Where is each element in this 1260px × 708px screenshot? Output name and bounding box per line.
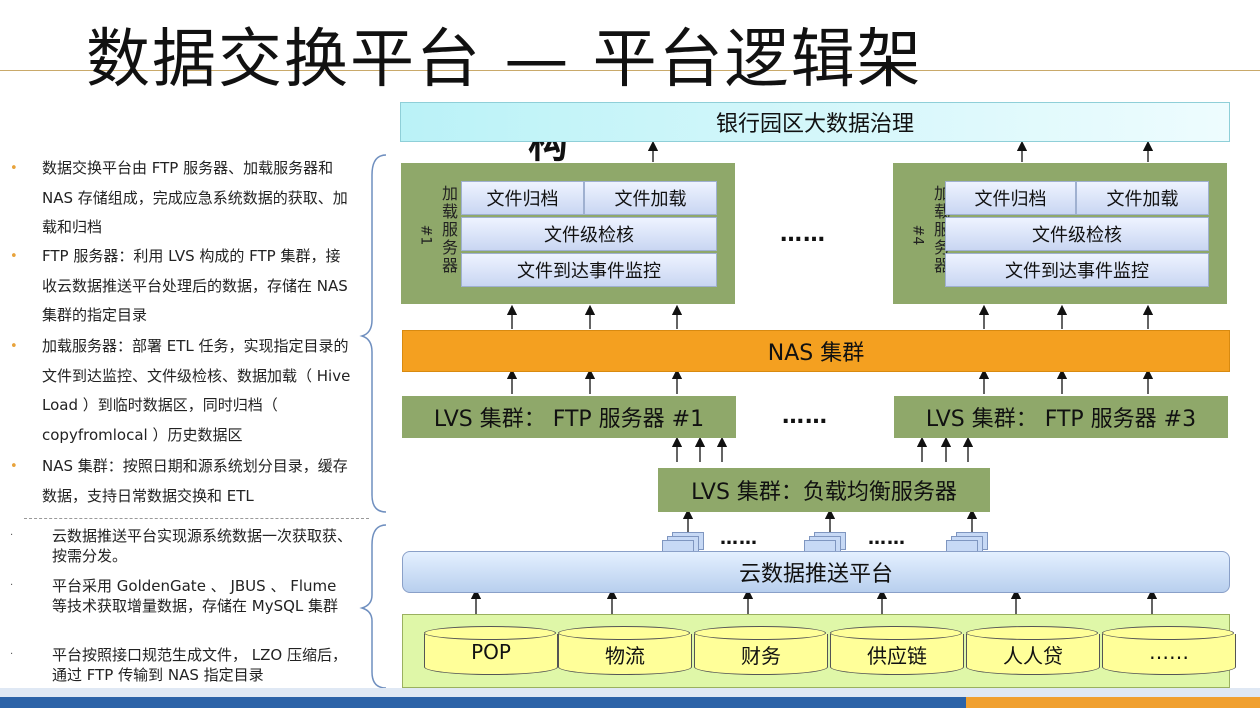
source-label: 人人贷 bbox=[1003, 644, 1063, 668]
load-server-number: #1 bbox=[417, 224, 434, 246]
load-server-number: #4 bbox=[909, 224, 926, 246]
bullet-item: · 平台按照接口规范生成文件， LZO 压缩后，通过 FTP 传输到 NAS 指… bbox=[10, 646, 347, 684]
file-check-box: 文件级检核 bbox=[461, 217, 717, 251]
database-icon: 人人贷 bbox=[966, 626, 1100, 676]
database-icon: 财务 bbox=[694, 626, 828, 676]
database-icon: POP bbox=[424, 626, 558, 676]
load-server-4: 加载服务器 #4 文件归档 文件加载 文件级检核 文件到达事件监控 bbox=[893, 163, 1227, 304]
bullet-item: • 加载服务器：部署 ETL 任务，实现指定目录的文件到达监控、文件级检核、数据… bbox=[10, 332, 355, 450]
source-label: 物流 bbox=[605, 644, 645, 668]
bullet-item: · 云数据推送平台实现源系统数据一次获取获、按需分发。 bbox=[10, 527, 353, 565]
ftp-cluster-1: LVS 集群： FTP 服务器 #1 bbox=[402, 396, 736, 438]
bullet-dot-icon: · bbox=[10, 649, 14, 660]
brace-bottom bbox=[359, 524, 387, 689]
source-label: 财务 bbox=[741, 644, 781, 668]
bullet-item: • FTP 服务器：利用 LVS 构成的 FTP 集群，接收云数据推送平台处理后… bbox=[10, 242, 355, 331]
bullet-separator bbox=[24, 518, 369, 519]
file-check-box: 文件级检核 bbox=[945, 217, 1209, 251]
source-label: …… bbox=[1149, 640, 1189, 664]
title-rule bbox=[0, 70, 1260, 71]
cloud-push-platform-box: 云数据推送平台 bbox=[402, 551, 1230, 593]
file-load-box: 文件加载 bbox=[584, 181, 717, 215]
file-monitor-box: 文件到达事件监控 bbox=[945, 253, 1209, 287]
load-balancer-box: LVS 集群：负载均衡服务器 bbox=[658, 468, 990, 512]
ftp-ellipsis: …… bbox=[782, 404, 828, 429]
load-server-label: 加载服务器 bbox=[441, 184, 458, 275]
footer-bar-blue bbox=[0, 697, 966, 708]
bullet-item: • NAS 集群：按照日期和源系统划分目录，缓存数据，支持日常数据交换和 ETL bbox=[10, 452, 355, 511]
footer-bar-orange bbox=[966, 697, 1260, 708]
database-icon: …… bbox=[1102, 626, 1236, 676]
file-monitor-box: 文件到达事件监控 bbox=[461, 253, 717, 287]
files-ellipsis: …… bbox=[720, 528, 758, 549]
database-icon: 供应链 bbox=[830, 626, 964, 676]
bullet-dot-icon: · bbox=[10, 530, 14, 541]
footer-strip bbox=[0, 688, 1260, 697]
bullet-dot-icon: • bbox=[10, 339, 18, 354]
bullet-dot-icon: • bbox=[10, 459, 18, 474]
files-ellipsis: …… bbox=[868, 528, 906, 549]
governance-box: 银行园区大数据治理 bbox=[400, 102, 1230, 142]
load-server-1: 加载服务器 #1 文件归档 文件加载 文件级检核 文件到达事件监控 bbox=[401, 163, 735, 304]
source-label: 供应链 bbox=[867, 644, 927, 668]
bullet-item: • 数据交换平台由 FTP 服务器、加载服务器和 NAS 存储组成，完成应急系统… bbox=[10, 154, 355, 243]
bullet-dot-icon: • bbox=[10, 249, 18, 264]
file-load-box: 文件加载 bbox=[1076, 181, 1209, 215]
brace-top bbox=[359, 154, 387, 513]
database-icon: 物流 bbox=[558, 626, 692, 676]
bullet-item: · 平台采用 GoldenGate 、 JBUS 、 Flume 等技术获取增量… bbox=[10, 577, 339, 615]
page-title: 数据交换平台 — 平台逻辑架 bbox=[86, 23, 923, 97]
source-label: POP bbox=[471, 640, 511, 664]
file-archive-box: 文件归档 bbox=[461, 181, 584, 215]
bullet-dot-icon: • bbox=[10, 161, 18, 176]
bullet-dot-icon: · bbox=[10, 580, 14, 591]
file-archive-box: 文件归档 bbox=[945, 181, 1076, 215]
servers-ellipsis: …… bbox=[780, 222, 826, 247]
nas-cluster-box: NAS 集群 bbox=[402, 330, 1230, 372]
ftp-cluster-3: LVS 集群： FTP 服务器 #3 bbox=[894, 396, 1228, 438]
